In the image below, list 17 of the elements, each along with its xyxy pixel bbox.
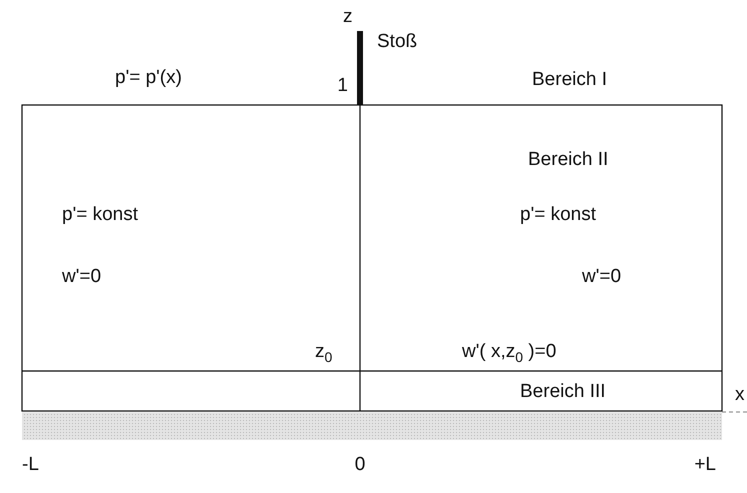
formula-label: p'= p'(x) (115, 67, 182, 89)
axis-label: z (343, 6, 352, 28)
tick-label: 0 (354, 454, 366, 476)
formula-label: w'=0 (62, 266, 102, 288)
tick-label: -L (22, 454, 39, 476)
formula-label: w'=0 (582, 266, 622, 288)
formula-label: p'= konst (62, 204, 138, 226)
formula-label: p'= konst (520, 204, 596, 226)
tick-label: +L (694, 454, 716, 476)
formula-label: w'( x,z$_{0}$ )=0 (462, 341, 556, 367)
value-label: 1 (337, 75, 348, 97)
region-label: Bereich III (520, 381, 606, 403)
region-label: Bereich II (528, 149, 608, 171)
formula-label: z$_{0}$ (315, 341, 332, 367)
region-label: Bereich I (532, 69, 607, 91)
shock-label: Stoß (377, 31, 418, 53)
axis-label: x (735, 384, 744, 406)
